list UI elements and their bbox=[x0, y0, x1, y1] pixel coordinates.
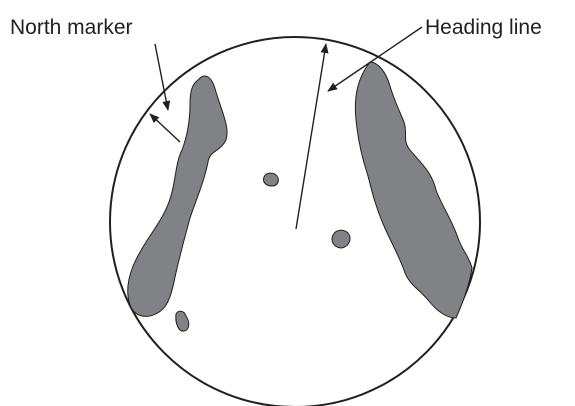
small-echo-right bbox=[332, 230, 350, 248]
landmass-echo-right bbox=[355, 62, 472, 318]
north-marker-arrow bbox=[150, 114, 180, 142]
heading-line-label: Heading line bbox=[425, 16, 542, 39]
small-echo-center bbox=[263, 173, 278, 186]
north-marker-label: North marker bbox=[10, 16, 133, 39]
heading-line bbox=[296, 44, 326, 229]
small-echo-bottom bbox=[176, 311, 189, 331]
landmass-echo-left bbox=[128, 76, 227, 316]
